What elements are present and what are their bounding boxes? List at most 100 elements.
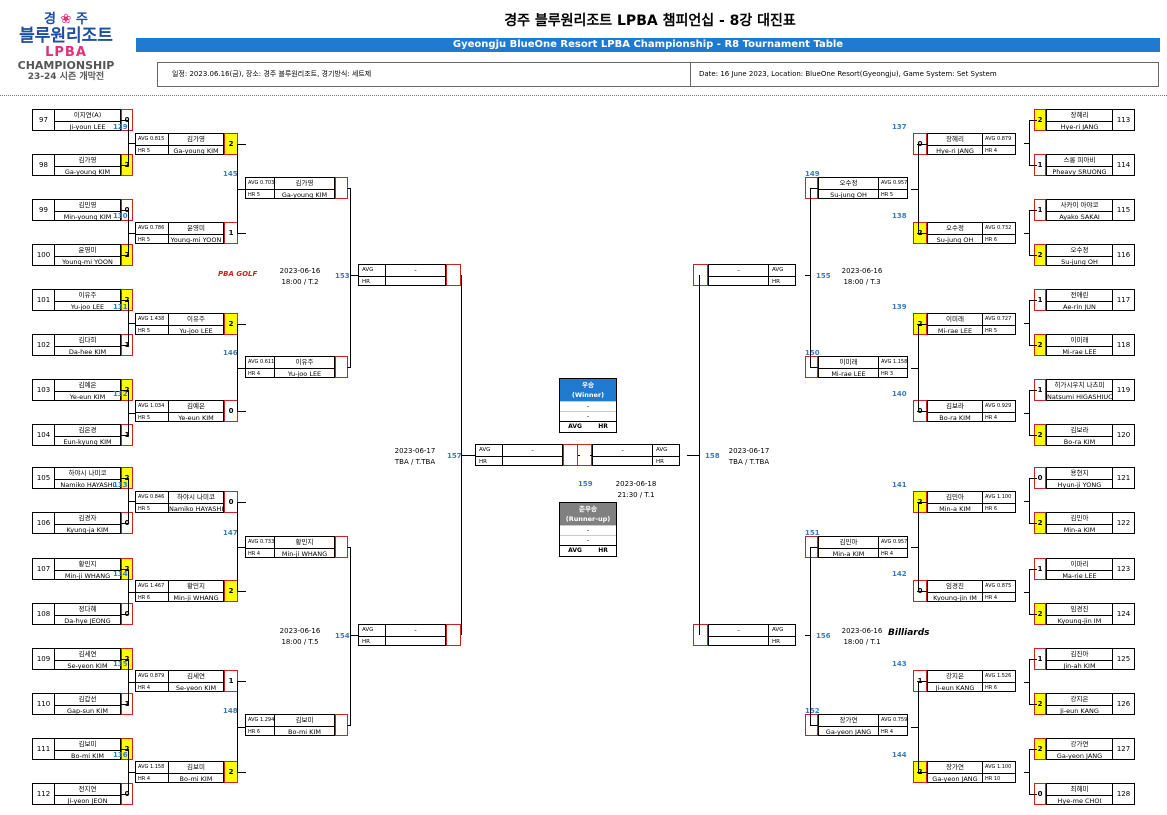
winner-name: - — [560, 401, 616, 411]
player-name-en: Mi-rae LEE — [937, 327, 973, 335]
player-name-en: Namiko HAYASHI — [169, 505, 223, 513]
avg-stat: AVG 1.294 — [246, 715, 274, 727]
avg-label: AVG — [769, 625, 795, 637]
player-name-ko: 윤영미 — [55, 245, 120, 257]
bracket-line — [1029, 300, 1037, 301]
bracket-line — [911, 726, 919, 728]
player-name-en: Ga-young KIM — [64, 168, 111, 176]
player-name-ko: 김민아 — [819, 537, 878, 549]
player-name-ko: 정다혜 — [55, 604, 120, 616]
hr-stat: HR 4 — [881, 729, 894, 735]
bracket-line — [461, 455, 475, 456]
hr-stat: HR 3 — [881, 371, 894, 377]
seed-number: 97 — [32, 109, 55, 131]
player-name-en: Su-jung OH — [1061, 258, 1098, 266]
set-score: 2 — [224, 133, 238, 155]
seed-number: 102 — [32, 334, 55, 356]
bracket-line — [1024, 412, 1030, 414]
hr-stat: HR 4 — [881, 551, 894, 557]
pba-golf-logo: PBA GOLF — [218, 270, 258, 278]
player-name: 이지연(A)Ji-youn LEE — [55, 109, 121, 131]
avg-stat: AVG 0.879 — [136, 671, 168, 683]
bracket-line — [917, 144, 927, 145]
bracket-line — [917, 772, 927, 773]
avg-label: AVG — [359, 625, 385, 637]
match-number: 144 — [892, 751, 907, 759]
seed-number: 119 — [1112, 379, 1135, 401]
bracket-line — [121, 345, 129, 346]
match-number: 145 — [223, 170, 238, 178]
bracket-line — [128, 591, 135, 593]
player-name-en: Hye-ri JANG — [1060, 123, 1099, 131]
hr-stat: HR 6 — [248, 729, 261, 735]
hr-stat: HR 4 — [985, 415, 998, 421]
hr-stat: HR 5 — [248, 192, 261, 198]
player-name-en: Bo-mi KIM — [179, 775, 213, 783]
hr-stat: HR 4 — [138, 776, 151, 782]
avg-stat: AVG 0.815 — [136, 134, 168, 146]
player-name-en: Ye-eun KIM — [178, 414, 214, 422]
bracket-line — [917, 591, 927, 592]
bracket-line — [1024, 681, 1030, 683]
seed-number: 108 — [32, 603, 55, 625]
player-name: - — [708, 264, 768, 286]
logo-text: 23-24 시즌 개막전 — [27, 72, 105, 82]
bracket-line — [350, 635, 358, 636]
billiards-tv-logo: Billiards — [888, 628, 930, 638]
bracket-line — [1029, 120, 1037, 121]
player-name-ko: 김예은 — [55, 380, 120, 392]
match-stats: AVG 0.879 HR 4 — [135, 670, 169, 692]
player-name-en: Bo-mi KIM — [71, 752, 104, 760]
avg-stat: AVG 1.467 — [136, 581, 168, 593]
match-number: 141 — [892, 481, 907, 489]
player-name-ko: 김다희 — [55, 335, 120, 347]
bracket-line — [238, 233, 246, 234]
winner-hr-label: HR — [598, 423, 608, 430]
runner-name: - — [560, 525, 616, 535]
hr-stat: HR 4 — [138, 685, 151, 691]
player-name-en: Yu-joo LEE — [70, 303, 105, 311]
player-name-en: Min-young KIM — [63, 213, 112, 221]
player-name-ko: 이유주 — [169, 314, 223, 326]
bracket-line — [917, 681, 927, 682]
avg-label: AVG — [769, 265, 795, 277]
player-name-en: Ga-yeon JANG — [825, 728, 872, 736]
match-date: 2023-06-17 — [394, 447, 436, 455]
match-number: 157 — [447, 452, 462, 460]
player-name-ko: 강지은 — [928, 671, 982, 683]
player-name: - — [592, 444, 652, 466]
bracket-line — [121, 120, 129, 121]
avg-stat: AVG 0.786 — [136, 223, 168, 235]
